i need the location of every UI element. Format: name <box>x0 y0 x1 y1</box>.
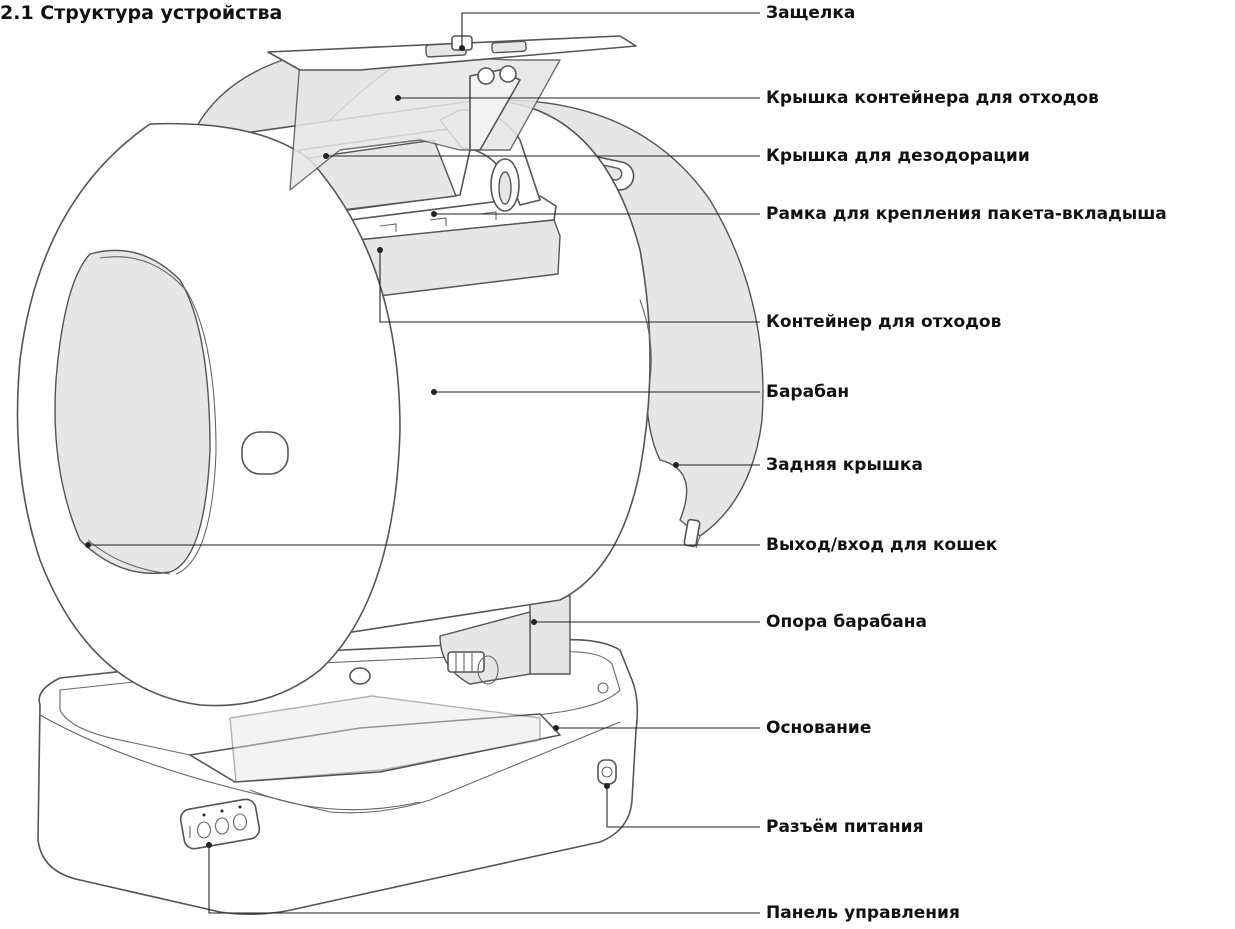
label-rear-cover: Задняя крышка <box>766 455 923 475</box>
label-waste-container: Контейнер для отходов <box>766 312 1002 332</box>
dot-waste-container <box>377 247 383 253</box>
label-drum-support: Опора барабана <box>766 612 927 632</box>
label-liner-frame: Рамка для крепления пакета-вкладыша <box>766 204 1167 224</box>
base-illustration <box>37 638 639 916</box>
dot-liner-frame <box>431 211 437 217</box>
dot-drum-support <box>531 619 537 625</box>
dot-latch <box>459 45 465 51</box>
label-cat-entrance: Выход/вход для кошек <box>766 535 998 555</box>
front-ring-illustration <box>16 122 401 707</box>
label-control-panel: Панель управления <box>766 903 960 923</box>
label-deodorizer-lid: Крышка для дезодорации <box>766 146 1030 166</box>
leader-control-panel <box>208 845 760 914</box>
leader-waste-container <box>379 250 760 323</box>
dot-waste-container-lid <box>395 95 401 101</box>
drum-support-illustration <box>439 595 571 685</box>
dot-deodorizer-lid <box>323 153 329 159</box>
top-lid-illustration <box>267 35 637 191</box>
dot-base <box>553 725 559 731</box>
leader-latch <box>461 12 760 48</box>
page-title: 2.1 Структура устройства <box>0 2 283 24</box>
label-latch: Защелка <box>766 3 856 23</box>
leader-lines <box>88 12 760 914</box>
label-power-connector: Разъём питания <box>766 817 924 837</box>
leader-dots <box>85 45 679 848</box>
dot-cat-entrance <box>85 542 91 548</box>
label-drum: Барабан <box>766 382 850 402</box>
label-base: Основание <box>766 718 872 738</box>
dot-control-panel <box>206 842 212 848</box>
dot-drum <box>431 389 437 395</box>
label-waste-container-lid: Крышка контейнера для отходов <box>766 88 1099 108</box>
dot-power-connector <box>604 783 610 789</box>
leader-power-connector <box>606 786 760 828</box>
dot-rear-cover <box>673 462 679 468</box>
